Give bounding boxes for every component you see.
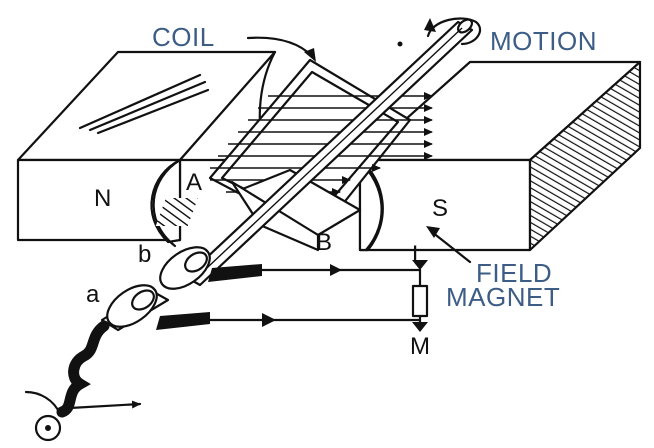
north-pole-highlight [78, 73, 202, 130]
field-magnet-leader-arrow [426, 226, 472, 264]
coil-side-a-label: A [186, 169, 202, 196]
current-arrow-lower [262, 313, 276, 327]
north-pole-magnet [16, 50, 277, 248]
north-pole-label: N [94, 185, 111, 212]
resistor-icon [411, 284, 429, 318]
slip-ring-b-label: b [138, 241, 151, 268]
coil-side-b-label: B [316, 229, 332, 256]
hand-crank-icon [24, 320, 142, 442]
field-magnet-label-line2: MAGNET [446, 282, 560, 312]
north-pole-hatching [155, 198, 198, 226]
current-arrow-upper [330, 264, 342, 276]
terminal-m-label: M [410, 333, 430, 360]
coil-label: COIL [152, 22, 215, 52]
arrow-m [412, 322, 428, 332]
south-pole-label: S [432, 195, 448, 222]
coil-leader-arrow [246, 36, 316, 62]
brush-a [156, 312, 210, 330]
terminal-l-label: L [412, 241, 425, 268]
arrow-l [412, 260, 428, 270]
slip-rings [106, 246, 262, 330]
south-pole-side-face [528, 60, 642, 252]
curved-rotation-arrow-icon [397, 17, 482, 47]
brush-b [208, 264, 262, 282]
external-circuit [208, 260, 429, 332]
motion-label: MOTION [490, 26, 597, 56]
slip-ring-a-label: a [86, 281, 100, 308]
field-magnet-label-line1: FIELD [476, 258, 552, 288]
